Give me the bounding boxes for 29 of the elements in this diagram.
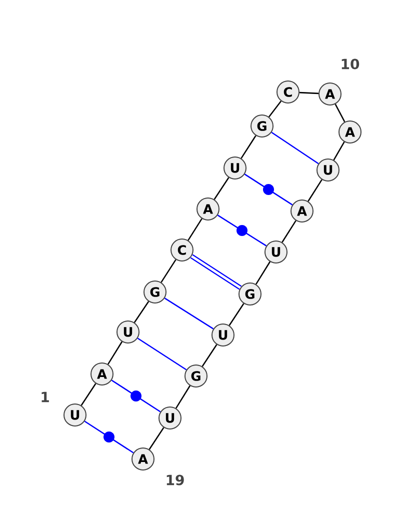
- base-pair-line: [84, 420, 134, 454]
- backbone-line: [148, 427, 164, 450]
- base-pair-line: [111, 380, 161, 412]
- base-pair-line: [217, 214, 267, 246]
- backbone-line: [202, 344, 218, 367]
- backbone-line: [228, 303, 244, 326]
- backbone-line: [333, 142, 345, 160]
- base-pair-line: [137, 338, 187, 370]
- position-number: 10: [342, 58, 360, 70]
- backbone-line: [308, 179, 322, 202]
- backbone-line: [268, 100, 282, 118]
- base-pair-line: [190, 254, 242, 290]
- backbone-line: [134, 301, 150, 323]
- backbone-line: [80, 383, 96, 406]
- backbone-line: [176, 385, 190, 409]
- backbone-line: [299, 92, 319, 94]
- backbone-line: [334, 104, 346, 122]
- backbone-line: [160, 259, 176, 283]
- backbone-line: [214, 177, 230, 200]
- base-pair-line: [244, 174, 293, 206]
- backbone-line: [256, 261, 270, 285]
- base-pair-line: [164, 298, 214, 330]
- position-number: 1: [42, 392, 49, 402]
- position-number: 19: [166, 474, 184, 486]
- backbone-line: [240, 135, 256, 159]
- base-pair-line: [271, 132, 319, 164]
- backbone-line: [282, 220, 296, 243]
- backbone-line: [108, 341, 122, 365]
- backbone-line: [188, 218, 202, 241]
